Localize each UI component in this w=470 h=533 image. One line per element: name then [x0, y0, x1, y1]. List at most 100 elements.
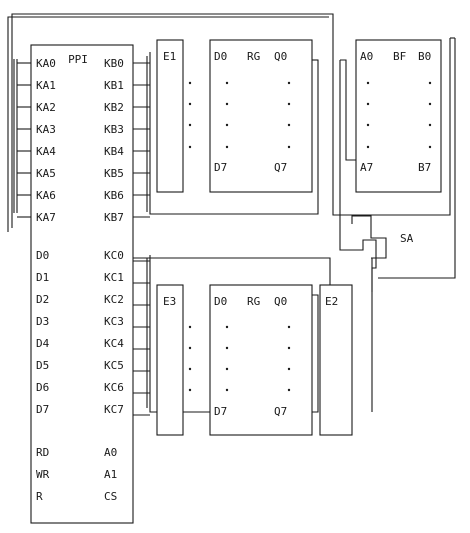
- frame-bus-wire: [11, 13, 451, 228]
- upper-register-q0-label: Q0: [274, 50, 287, 63]
- ppi-pin-ka1: KA1: [36, 79, 56, 92]
- upper-register-enable-label: E1: [163, 50, 176, 63]
- ppi-pin-kb4: KB4: [104, 145, 124, 158]
- buffer-return-wire: [378, 38, 456, 279]
- upper-enable-block: [156, 39, 184, 193]
- lower-register-block: [209, 284, 313, 436]
- q-out-wire-lower: [312, 294, 319, 413]
- ellipsis-dot: [188, 123, 192, 127]
- buffer-block: [355, 39, 442, 193]
- buffer-a7-label: A7: [360, 161, 373, 174]
- ellipsis-dot: [428, 102, 432, 106]
- ellipsis-dot: [225, 102, 229, 106]
- lower-register-title: RG: [247, 295, 260, 308]
- enable2-block: [319, 284, 353, 436]
- ppi-pin-kc6: KC6: [104, 381, 124, 394]
- ellipsis-dot: [188, 145, 192, 149]
- ellipsis-dot: [287, 81, 291, 85]
- ellipsis-dot: [287, 325, 291, 329]
- ppi-pin-wr: WR: [36, 468, 50, 481]
- ppi-pin-d3: D3: [36, 315, 49, 328]
- frame-bus-wire-inner: [7, 16, 329, 232]
- ellipsis-dot: [428, 145, 432, 149]
- switch-sa-contact: [351, 215, 387, 259]
- ppi-pin-kb7: KB7: [104, 211, 124, 224]
- ellipsis-dot: [287, 346, 291, 350]
- ppi-pin-a1: A1: [104, 468, 117, 481]
- ppi-title: PPI: [68, 53, 88, 66]
- ppi-pin-kc7: KC7: [104, 403, 124, 416]
- ellipsis-dot: [225, 325, 229, 329]
- ellipsis-dot: [225, 81, 229, 85]
- ellipsis-dot: [188, 325, 192, 329]
- ppi-pin-d4: D4: [36, 337, 50, 350]
- ppi-pin-kc2: KC2: [104, 293, 124, 306]
- ppi-pin-kb2: KB2: [104, 101, 124, 114]
- ppi-pin-kb3: KB3: [104, 123, 124, 136]
- ellipsis-dot: [287, 102, 291, 106]
- ellipsis-dot: [287, 145, 291, 149]
- ppi-pin-kc0: KC0: [104, 249, 124, 262]
- ppi-pin-ka2: KA2: [36, 101, 56, 114]
- lower-register-d7-label: D7: [214, 405, 227, 418]
- lower-register-q0-label: Q0: [274, 295, 287, 308]
- ppi-pin-kc4: KC4: [104, 337, 124, 350]
- buffer-b0-label: B0: [418, 50, 431, 63]
- ellipsis-dot: [188, 102, 192, 106]
- lower-register-enable-label: E3: [163, 295, 176, 308]
- kc0-line: [133, 257, 331, 290]
- ppi-pin-kb6: KB6: [104, 189, 124, 202]
- ppi-pin-d0: D0: [36, 249, 49, 262]
- upper-register-q7-label: Q7: [274, 161, 287, 174]
- ellipsis-dot: [366, 102, 370, 106]
- ppi-pin-kb1: KB1: [104, 79, 124, 92]
- upper-register-d0-label: D0: [214, 50, 227, 63]
- upper-register-d7-label: D7: [214, 161, 227, 174]
- ellipsis-dot: [188, 388, 192, 392]
- ellipsis-dot: [225, 367, 229, 371]
- ppi-pin-r: R: [36, 490, 43, 503]
- upper-register-block: [209, 39, 313, 193]
- upper-register-title: RG: [247, 50, 260, 63]
- ppi-pin-ka0: KA0: [36, 57, 56, 70]
- ppi-pin-rd: RD: [36, 446, 49, 459]
- ppi-pin-kc1: KC1: [104, 271, 124, 284]
- ellipsis-dot: [366, 145, 370, 149]
- buffer-title: BF: [393, 50, 406, 63]
- ppi-pin-ka4: KA4: [36, 145, 56, 158]
- ellipsis-dot: [225, 388, 229, 392]
- switch-sa-label: SA: [400, 232, 414, 245]
- ellipsis-dot: [366, 81, 370, 85]
- ellipsis-dot: [188, 367, 192, 371]
- lower-enable-block: [156, 284, 184, 436]
- ellipsis-dot: [188, 81, 192, 85]
- ppi-pin-ka7: KA7: [36, 211, 56, 224]
- ellipsis-dot: [428, 123, 432, 127]
- ppi-pin-kc3: KC3: [104, 315, 124, 328]
- lower-register-d0-label: D0: [214, 295, 227, 308]
- ellipsis-dot: [225, 346, 229, 350]
- buffer-in-wire: [340, 59, 356, 161]
- ppi-pin-kc5: KC5: [104, 359, 124, 372]
- ppi-pin-kb5: KB5: [104, 167, 124, 180]
- ppi-pin-d2: D2: [36, 293, 49, 306]
- buffer-b7-label: B7: [418, 161, 431, 174]
- ellipsis-dot: [287, 123, 291, 127]
- ppi-pin-cs: CS: [104, 490, 117, 503]
- ellipsis-dot: [225, 123, 229, 127]
- buffer-a0-label: A0: [360, 50, 373, 63]
- ppi-pin-ka5: KA5: [36, 167, 56, 180]
- e2-wire: [371, 257, 378, 292]
- switch-sa-wire: [339, 60, 377, 412]
- ellipsis-dot: [366, 123, 370, 127]
- lower-register-q7-label: Q7: [274, 405, 287, 418]
- ellipsis-dot: [287, 367, 291, 371]
- ppi-pin-a0: A0: [104, 446, 117, 459]
- ppi-pin-d6: D6: [36, 381, 49, 394]
- ellipsis-dot: [287, 388, 291, 392]
- ppi-pin-d5: D5: [36, 359, 49, 372]
- ppi-pin-kb0: KB0: [104, 57, 124, 70]
- ellipsis-dot: [188, 346, 192, 350]
- ppi-block: [30, 44, 134, 524]
